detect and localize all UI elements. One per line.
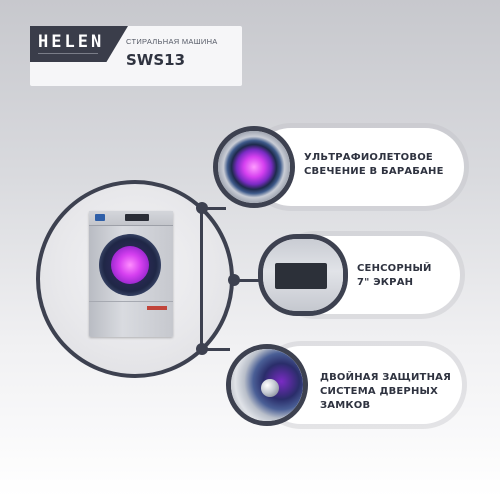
connector-branch-3: [202, 348, 230, 351]
feature-uv-line1: УЛЬТРАФИОЛЕТОВОЕ: [304, 152, 433, 163]
feature-uv-line2: СВЕЧЕНИЕ В БАРАБАНЕ: [304, 166, 444, 177]
washer-display: [125, 214, 149, 221]
feature-uv-text: УЛЬТРАФИОЛЕТОВОЕ СВЕЧЕНИЕ В БАРАБАНЕ: [304, 151, 444, 179]
feature-lock-line3: ЗАМКОВ: [320, 400, 371, 411]
door-lock-icon: [226, 344, 308, 426]
control-panel: [89, 211, 173, 226]
feature-lock-line1: ДВОЙНАЯ ЗАЩИТНАЯ: [320, 372, 451, 383]
uv-glow: [111, 246, 149, 284]
product-type: СТИРАЛЬНАЯ МАШИНА: [126, 37, 218, 46]
uv-drum-image: [218, 131, 290, 203]
feature-screen-text: СЕНСОРНЫЙ 7" ЭКРАН: [357, 262, 432, 290]
washer-buttons: [147, 306, 167, 310]
feature-lock-line2: СИСТЕМА ДВЕРНЫХ: [320, 386, 438, 397]
feature-lock-text: ДВОЙНАЯ ЗАЩИТНАЯ СИСТЕМА ДВЕРНЫХ ЗАМКОВ: [320, 371, 451, 413]
touch-screen-icon: [258, 234, 348, 316]
feature-screen-line2: 7" ЭКРАН: [357, 277, 414, 288]
connector-line: [200, 208, 203, 350]
uv-drum-icon: [213, 126, 295, 208]
header-card: HELEN СТИРАЛЬНАЯ МАШИНА SWS13: [30, 26, 242, 86]
washer-logo-icon: [95, 214, 105, 221]
washing-machine-image: [89, 211, 173, 337]
washer-lower-panel: [89, 301, 173, 338]
connector-branch-2: [232, 279, 260, 282]
model-name: SWS13: [126, 51, 186, 69]
brand-banner: HELEN: [30, 26, 128, 62]
screen-display: [275, 263, 327, 289]
lock-knob: [261, 379, 279, 397]
brand-logo: HELEN: [38, 32, 105, 52]
feature-screen-line1: СЕНСОРНЫЙ: [357, 263, 432, 274]
logo-underline: [38, 53, 98, 54]
connector-branch-1: [202, 207, 226, 210]
